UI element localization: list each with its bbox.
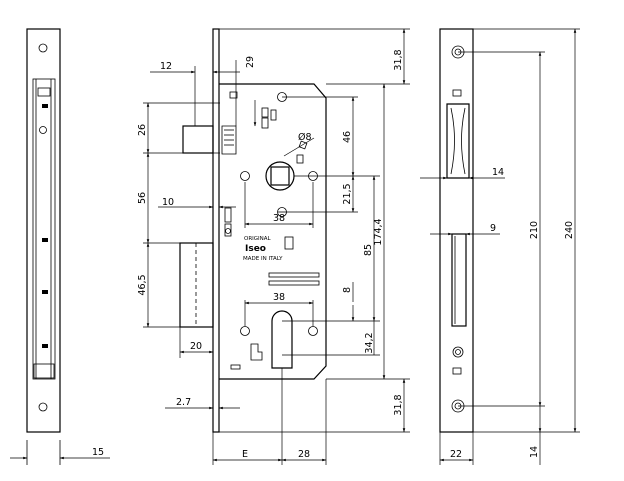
side-screw — [39, 126, 47, 134]
dim-46: 46 — [342, 131, 353, 143]
dim-2-7: 2.7 — [176, 397, 191, 408]
dim-8: 8 — [342, 287, 353, 293]
dim-34-2: 34,2 — [364, 332, 375, 353]
label-original: ORIGINAL — [244, 236, 272, 242]
dim-85: 85 — [363, 244, 374, 256]
latch-bolt — [182, 125, 214, 154]
dim-strike-240: 240 — [564, 221, 575, 239]
dim-E: E — [242, 449, 248, 460]
strike-plate-view: 14 9 210 240 22 14 — [420, 28, 580, 465]
dim-strike-22: 22 — [450, 449, 462, 460]
follower-hub — [265, 161, 295, 191]
cyl-screw-right — [308, 326, 318, 336]
dim-dia-8: Ø8 — [298, 132, 312, 143]
dim-strike-14: 14 — [492, 167, 504, 178]
dim-strike-14-b: 14 — [529, 446, 540, 458]
center-dimensions: 31,8 31,8 174,4 46 21,5 85 8 34,2 38 — [137, 28, 410, 465]
lock-body-view: ORIGINAL Iseo MADE IN ITALY — [179, 28, 327, 433]
side-screw-hole-top — [38, 43, 48, 53]
latch-opening — [446, 103, 470, 179]
dim-21-5: 21,5 — [342, 183, 353, 204]
dim-26: 26 — [137, 124, 148, 136]
dim-56: 56 — [137, 192, 148, 204]
dim-side-15: 15 — [92, 447, 104, 458]
dim-28: 28 — [298, 449, 310, 460]
dim-38-top: 38 — [273, 213, 285, 224]
dim-12: 12 — [160, 61, 172, 72]
dim-29: 29 — [245, 56, 256, 68]
label-made-in: MADE IN ITALY — [243, 256, 283, 262]
dim-bottom-31-8: 31,8 — [393, 394, 404, 415]
bolt-opening — [451, 233, 467, 327]
side-view: 15 — [10, 28, 110, 465]
cyl-screw-left — [240, 326, 250, 336]
dim-top-31-8: 31,8 — [393, 49, 404, 70]
lock-case — [219, 83, 327, 380]
cylinder-hole — [271, 310, 293, 369]
label-brand: Iseo — [245, 244, 266, 254]
strike-screw-mid — [452, 346, 464, 358]
dim-10: 10 — [162, 197, 174, 208]
dim-strike-9: 9 — [490, 223, 496, 234]
dim-strike-210: 210 — [529, 221, 540, 239]
faceplate — [212, 28, 220, 433]
strike-plate — [439, 28, 474, 433]
side-screw-hole-bottom — [38, 402, 48, 412]
dim-38-bottom: 38 — [273, 292, 285, 303]
dim-46-5: 46,5 — [137, 274, 148, 295]
deadbolt — [179, 242, 214, 328]
dim-20: 20 — [190, 341, 202, 352]
hole-left — [240, 171, 250, 181]
dim-174-4: 174,4 — [373, 218, 384, 245]
side-faceplate — [26, 28, 61, 433]
side-lockbody — [32, 78, 56, 380]
